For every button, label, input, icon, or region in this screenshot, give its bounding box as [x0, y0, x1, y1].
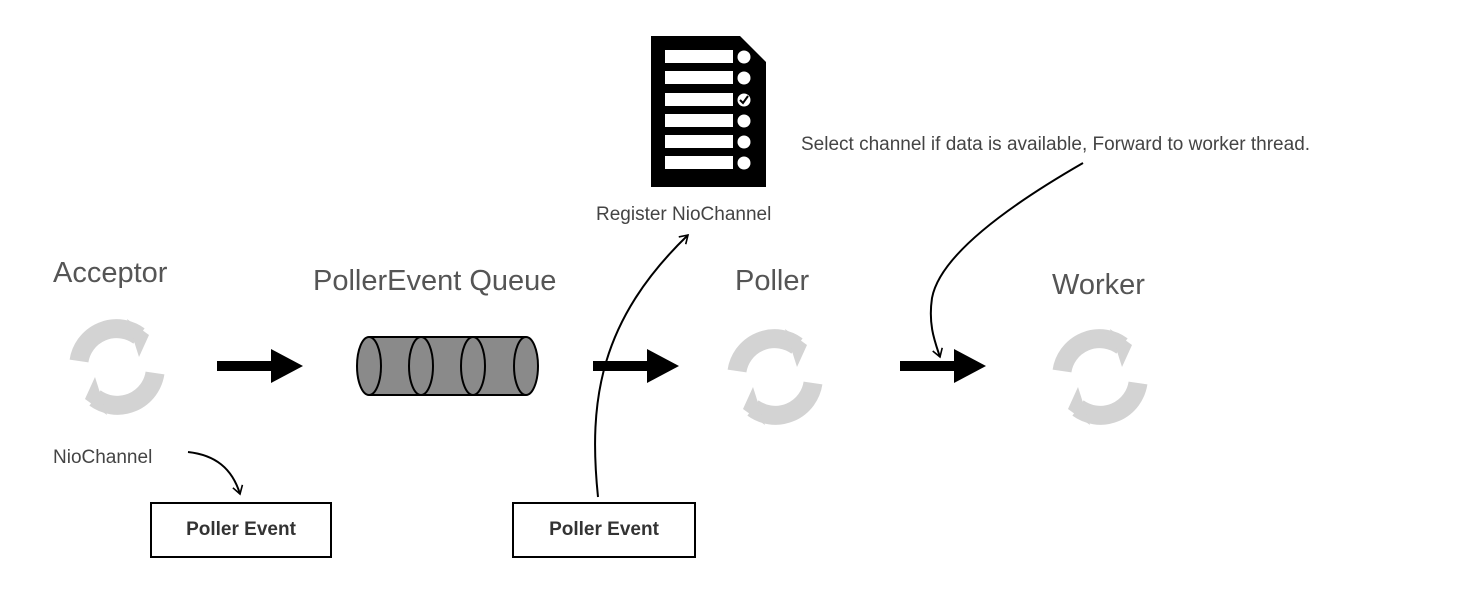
queue-title: PollerEvent Queue: [313, 265, 557, 297]
acceptor-title: Acceptor: [53, 257, 168, 289]
cylinder-queue-icon: [356, 336, 539, 396]
poller-title: Poller: [735, 265, 810, 297]
acceptor-cycle-icon: [79, 319, 155, 415]
register-label: Register NioChannel: [596, 204, 772, 225]
worker-cycle-icon: [1062, 329, 1138, 425]
checklist-document-icon: [651, 36, 766, 187]
poller-event-box-right: Poller Event: [512, 502, 696, 558]
worker-title: Worker: [1052, 269, 1145, 301]
poller-to-worker-arrow-icon: [900, 349, 986, 383]
event-to-register-connector: [594, 233, 690, 498]
acceptor-to-queue-arrow-icon: [217, 349, 303, 383]
select-note: Select channel if data is available, For…: [801, 134, 1311, 155]
nio-channel-label: NioChannel: [53, 447, 153, 468]
poller-event-label-right: Poller Event: [549, 519, 659, 540]
poller-event-label-left: Poller Event: [186, 519, 296, 540]
select-note-to-arrow-connector: [929, 162, 1084, 359]
poller-event-box-left: Poller Event: [150, 502, 332, 558]
nio-channel-to-event-connector: [187, 451, 244, 496]
poller-cycle-icon: [737, 329, 813, 425]
